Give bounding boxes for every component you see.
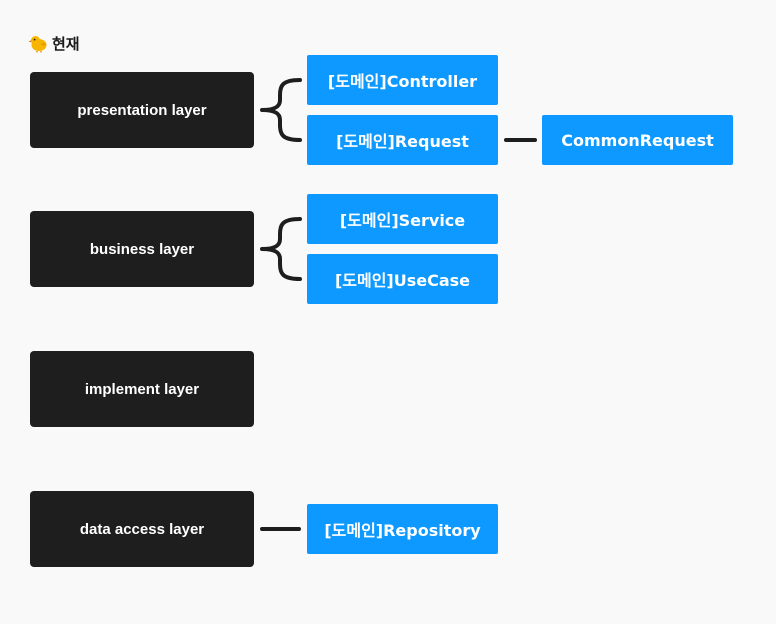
node-label: [도메인]UseCase: [334, 271, 471, 290]
brace-presentation: [260, 78, 302, 142]
layer-label: presentation layer: [77, 101, 207, 119]
node-label: [도메인]Repository: [324, 521, 481, 540]
node-label: [도메인]Request: [336, 132, 469, 151]
layer-label: implement layer: [84, 380, 200, 398]
layer-business[interactable]: business layer: [30, 211, 254, 287]
layer-label: business layer: [89, 240, 195, 258]
layer-presentation[interactable]: presentation layer: [30, 72, 254, 148]
diagram-heading: 현재: [28, 32, 80, 54]
layer-implement[interactable]: implement layer: [30, 351, 254, 427]
diagram-title: 현재: [52, 34, 80, 53]
node-repository[interactable]: [도메인]Repository: [307, 504, 498, 554]
node-service[interactable]: [도메인]Service: [307, 194, 498, 244]
node-controller[interactable]: [도메인]Controller: [307, 55, 498, 105]
node-common-request[interactable]: CommonRequest: [542, 115, 733, 165]
brace-business: [260, 217, 302, 281]
node-usecase[interactable]: [도메인]UseCase: [307, 254, 498, 304]
node-request[interactable]: [도메인]Request: [307, 115, 498, 165]
node-label: [도메인]Service: [339, 211, 466, 230]
node-label: CommonRequest: [561, 130, 714, 150]
layer-data-access[interactable]: data access layer: [30, 491, 254, 567]
node-label: [도메인]Controller: [327, 72, 478, 91]
layer-label: data access layer: [79, 520, 205, 538]
chick-icon: [28, 36, 47, 53]
